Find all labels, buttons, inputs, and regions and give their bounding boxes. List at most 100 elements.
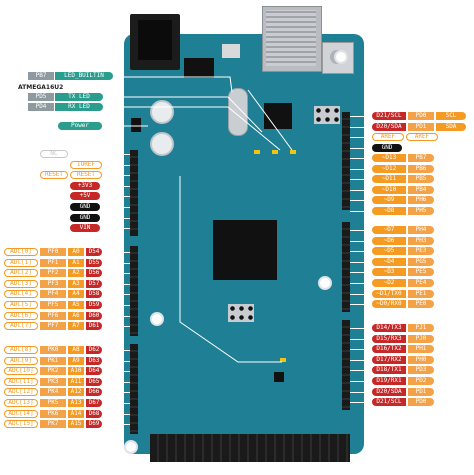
digital-pin-4: D18/TX1 bbox=[372, 366, 406, 375]
digital-leader-right_digital_3-1 bbox=[350, 338, 370, 340]
power-pin-alt-0: NC bbox=[40, 150, 68, 158]
digital-header-1 bbox=[342, 112, 350, 210]
port-label-A2: PF2 bbox=[40, 269, 66, 278]
adc-label-A10: ADC[10] bbox=[4, 367, 38, 376]
analog-pin-A9: A9 bbox=[68, 356, 84, 365]
mounting-hole-2 bbox=[318, 276, 332, 290]
port-pd0: PD0 bbox=[408, 398, 434, 407]
right-top-leader-2 bbox=[350, 137, 370, 139]
label-pd4: PD4 bbox=[28, 103, 54, 111]
port-label-A5: PF5 bbox=[40, 301, 66, 309]
port-label-A11: PK3 bbox=[40, 377, 66, 386]
digital-leader-right_digital_2-2 bbox=[350, 251, 370, 253]
adc-label-A0: ADC[0] bbox=[4, 248, 38, 256]
analog-pin-A12: A12 bbox=[68, 388, 84, 397]
pin-aref: AREF bbox=[372, 133, 404, 142]
digital-leader-right_digital_3-7 bbox=[350, 402, 370, 404]
adc-label-A3: ADC[3] bbox=[4, 279, 38, 288]
digital-alias-D61: D61 bbox=[86, 322, 102, 331]
power-header bbox=[130, 150, 138, 236]
port-pg5: PG5 bbox=[408, 257, 434, 266]
port-label-A9: PK1 bbox=[40, 356, 66, 365]
analog-pin-A10: A10 bbox=[68, 367, 84, 376]
adc-label-A12: ADC[12] bbox=[4, 388, 38, 397]
digital-pin-5: D19/RX1 bbox=[372, 377, 406, 385]
port-label-A4: PF4 bbox=[40, 290, 66, 299]
digital-leader-right_digital_1-3 bbox=[350, 189, 370, 191]
label-power: Power bbox=[58, 122, 102, 130]
digital-pin-7: D21/SCL bbox=[372, 398, 406, 407]
digital-pin-1: D15/RX3 bbox=[372, 334, 406, 343]
digital-alias-D65: D65 bbox=[86, 377, 102, 386]
icsp-header-main bbox=[228, 304, 254, 322]
port-ph1: PH1 bbox=[408, 345, 434, 354]
adc-label-A11: ADC[11] bbox=[4, 377, 38, 386]
usb-connector-port bbox=[138, 20, 172, 60]
digital-leader-right_digital_2-7 bbox=[350, 304, 370, 306]
digital-pin-4: ~D9 bbox=[372, 196, 406, 205]
digital-leader-right_digital_2-0 bbox=[350, 230, 370, 231]
port-pb6: PB6 bbox=[408, 164, 434, 173]
digital-leader-right_digital_2-6 bbox=[350, 293, 370, 295]
port-pd1: PD1 bbox=[408, 387, 434, 396]
pin-sda: D20/SDA bbox=[372, 122, 406, 131]
adc-label-A15: ADC[15] bbox=[4, 420, 38, 429]
adc-label-A2: ADC[2] bbox=[4, 269, 38, 278]
double-row-header bbox=[150, 434, 350, 448]
crystal-oscillator bbox=[228, 88, 248, 136]
analog-leader-A12 bbox=[104, 392, 130, 394]
digital-header-2 bbox=[342, 222, 350, 312]
adc-label-A6: ADC[6] bbox=[4, 311, 38, 320]
digital-pin-2: D16/TX2 bbox=[372, 345, 406, 354]
analog-leader-A7 bbox=[104, 326, 130, 328]
analog-leader-A4 bbox=[104, 294, 130, 296]
voltage-regulator bbox=[184, 58, 214, 78]
power-pin-1: IOREF bbox=[70, 160, 102, 169]
analog-leader-A2 bbox=[104, 273, 130, 275]
digital-pin-0: D14/TX3 bbox=[372, 324, 406, 332]
analog-pin-A0: A0 bbox=[68, 248, 84, 256]
analog-leader-A11 bbox=[104, 381, 130, 383]
port-ph0: PH0 bbox=[408, 355, 434, 364]
digital-alias-D69: D69 bbox=[86, 420, 102, 429]
pin-scl: D21/SCL bbox=[372, 112, 406, 120]
digital-alias-D62: D62 bbox=[86, 346, 102, 354]
digital-alias-D67: D67 bbox=[86, 399, 102, 407]
power-pin-leader-3 bbox=[102, 185, 130, 187]
port-ph6: PH6 bbox=[408, 196, 434, 205]
fn-sda: SDA bbox=[436, 122, 466, 131]
digital-alias-D60: D60 bbox=[86, 311, 102, 320]
digital-alias-D57: D57 bbox=[86, 279, 102, 288]
led-l bbox=[254, 150, 260, 154]
port-pe3: PE3 bbox=[408, 247, 434, 256]
mounting-hole-3 bbox=[124, 440, 138, 454]
double-row-header-2 bbox=[150, 448, 350, 462]
port-pb5: PB5 bbox=[408, 175, 434, 184]
power-pin-4: +5V bbox=[70, 192, 100, 201]
analog-header-1 bbox=[130, 246, 138, 336]
digital-pin-5: ~D2 bbox=[372, 279, 406, 287]
digital-leader-right_digital_3-0 bbox=[350, 328, 370, 329]
mounting-hole-4 bbox=[334, 50, 348, 64]
port-label-A0: PF0 bbox=[40, 248, 66, 256]
analog-pin-A8: A8 bbox=[68, 346, 84, 354]
port-label-A12: PK4 bbox=[40, 388, 66, 397]
dc-power-jack-ribs bbox=[266, 10, 316, 66]
analog-leader-A9 bbox=[104, 360, 130, 362]
analog-leader-A6 bbox=[104, 315, 130, 317]
analog-leader-A3 bbox=[104, 283, 130, 285]
digital-pin-3: ~D4 bbox=[372, 257, 406, 266]
digital-header-3 bbox=[342, 320, 350, 410]
digital-pin-1: ~D6 bbox=[372, 236, 406, 245]
adc-label-A9: ADC[9] bbox=[4, 356, 38, 365]
power-pin-leader-2 bbox=[102, 175, 130, 177]
capacitor-1 bbox=[150, 100, 174, 124]
digital-alias-D55: D55 bbox=[86, 258, 102, 267]
port-pb4: PB4 bbox=[408, 185, 434, 194]
power-pin-leader-5 bbox=[102, 207, 130, 208]
analog-leader-A1 bbox=[104, 262, 130, 264]
digital-pin-0: ~D13 bbox=[372, 154, 406, 162]
digital-leader-right_digital_3-3 bbox=[350, 359, 370, 361]
analog-leader-A0 bbox=[104, 252, 130, 253]
icsp-header-usb bbox=[314, 106, 340, 124]
